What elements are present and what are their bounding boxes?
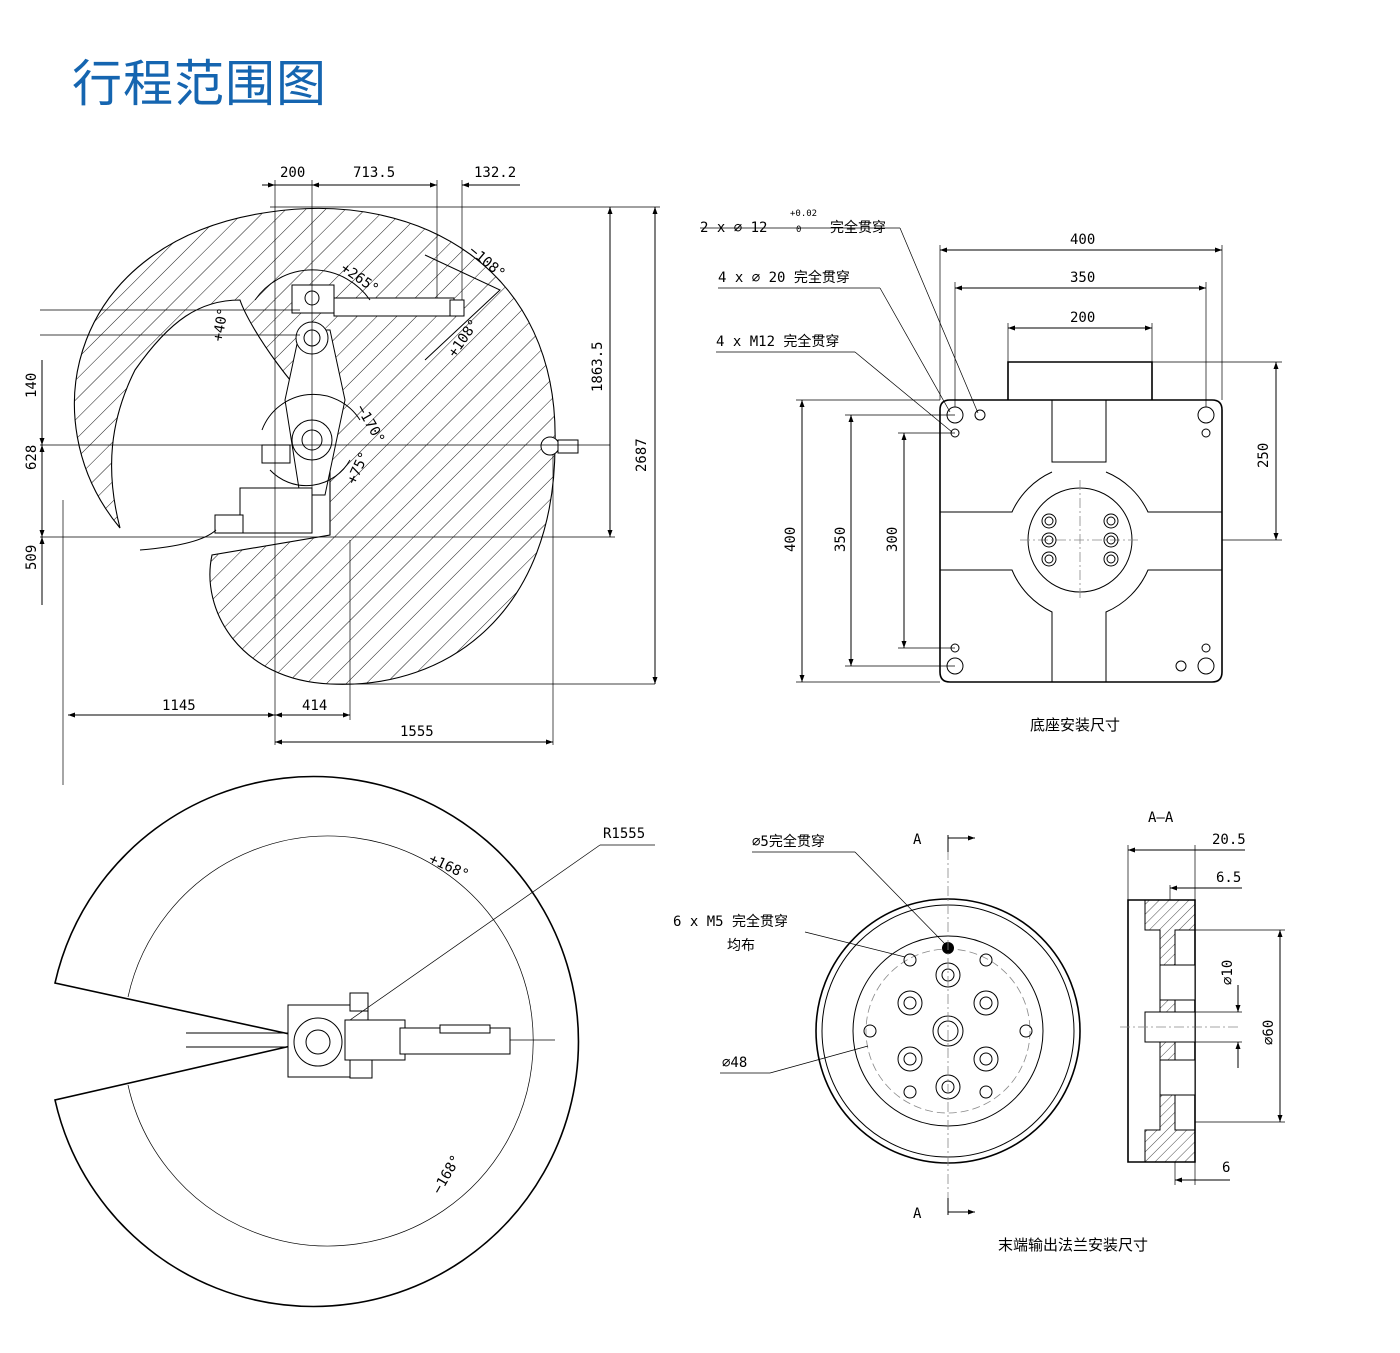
flange-view: A A ∅5完全贯穿 6 x M5 完全贯穿 均布 ∅48 末端输出法兰安装尺寸 <box>673 832 1148 1254</box>
dim-dia-60: ∅60 <box>1261 1020 1277 1045</box>
dim-dia-10: ∅10 <box>1220 960 1236 985</box>
dim-6: 6 <box>1222 1160 1230 1176</box>
dim-250-height: 250 <box>1256 443 1272 468</box>
dim-20-5: 20.5 <box>1212 832 1246 848</box>
flange-caption: 末端输出法兰安装尺寸 <box>998 1236 1148 1254</box>
base-caption: 底座安装尺寸 <box>1030 716 1120 734</box>
flange-m5-holes <box>863 953 1033 1099</box>
inner-reach-arc <box>127 835 534 1247</box>
mounting-holes <box>946 406 1215 675</box>
dim-628: 628 <box>24 445 40 470</box>
dim-2687: 2687 <box>634 438 650 472</box>
radius-label: R1555 <box>603 826 645 842</box>
dim-200-top: 200 <box>280 165 305 181</box>
note-20-hole: 4 x ∅ 20 完全贯穿 <box>718 269 850 286</box>
note-pin-suffix: 完全贯穿 <box>830 219 886 236</box>
dim-200-width: 200 <box>1070 310 1095 326</box>
dim-400-width: 400 <box>1070 232 1095 248</box>
note-pin-hole: 2 x ∅ 12 <box>700 220 767 236</box>
dim-509: 509 <box>24 545 40 570</box>
dim-400-height: 400 <box>783 527 799 552</box>
dim-1555: 1555 <box>400 724 434 740</box>
outer-reach-sector <box>54 775 580 1308</box>
note-m5-line1: 6 x M5 完全贯穿 <box>673 913 788 930</box>
note-m12-hole: 4 x M12 完全贯穿 <box>716 333 839 350</box>
center-bolt-holes <box>1041 513 1119 567</box>
dim-1145: 1145 <box>162 698 196 714</box>
page-title: 行程范围图 <box>72 55 327 113</box>
section-letter-bottom: A <box>913 1206 922 1222</box>
dim-6-5: 6.5 <box>1216 870 1241 886</box>
dim-1863-5: 1863.5 <box>590 341 606 392</box>
dim-132-2: 132.2 <box>474 165 516 181</box>
base-mounting-view: 400 350 200 250 400 350 300 2 x ∅ 12 +0.… <box>700 209 1282 734</box>
note-pin-tol-lower: 0 <box>796 225 801 235</box>
section-letter-top: A <box>913 832 922 848</box>
dim-300-height: 300 <box>885 527 901 552</box>
side-view: 200 713.5 132.2 1863.5 2687 140 628 509 … <box>24 165 660 785</box>
dim-350-width: 350 <box>1070 270 1095 286</box>
section-aa-view: A—A 20.5 6.5 ∅10 ∅60 6 <box>1120 810 1285 1185</box>
dim-713-5: 713.5 <box>353 165 395 181</box>
section-title: A—A <box>1148 810 1174 826</box>
dim-140: 140 <box>24 373 40 398</box>
dim-350-height: 350 <box>833 527 849 552</box>
note-m5-line2: 均布 <box>727 938 755 954</box>
reach-envelope <box>73 208 556 685</box>
note-dia-48: ∅48 <box>722 1055 747 1071</box>
note-5-hole: ∅5完全贯穿 <box>752 833 825 850</box>
robot-side <box>139 254 579 551</box>
angle-minus-168: −168° <box>430 1152 465 1197</box>
angle-plus-40: +40° <box>210 307 232 343</box>
dim-414: 414 <box>302 698 327 714</box>
top-view: R1555 +168° −168° <box>54 775 655 1308</box>
angle-plus-168: +168° <box>426 851 471 883</box>
note-pin-tol-upper: +0.02 <box>790 209 817 219</box>
robot-top <box>186 992 555 1079</box>
